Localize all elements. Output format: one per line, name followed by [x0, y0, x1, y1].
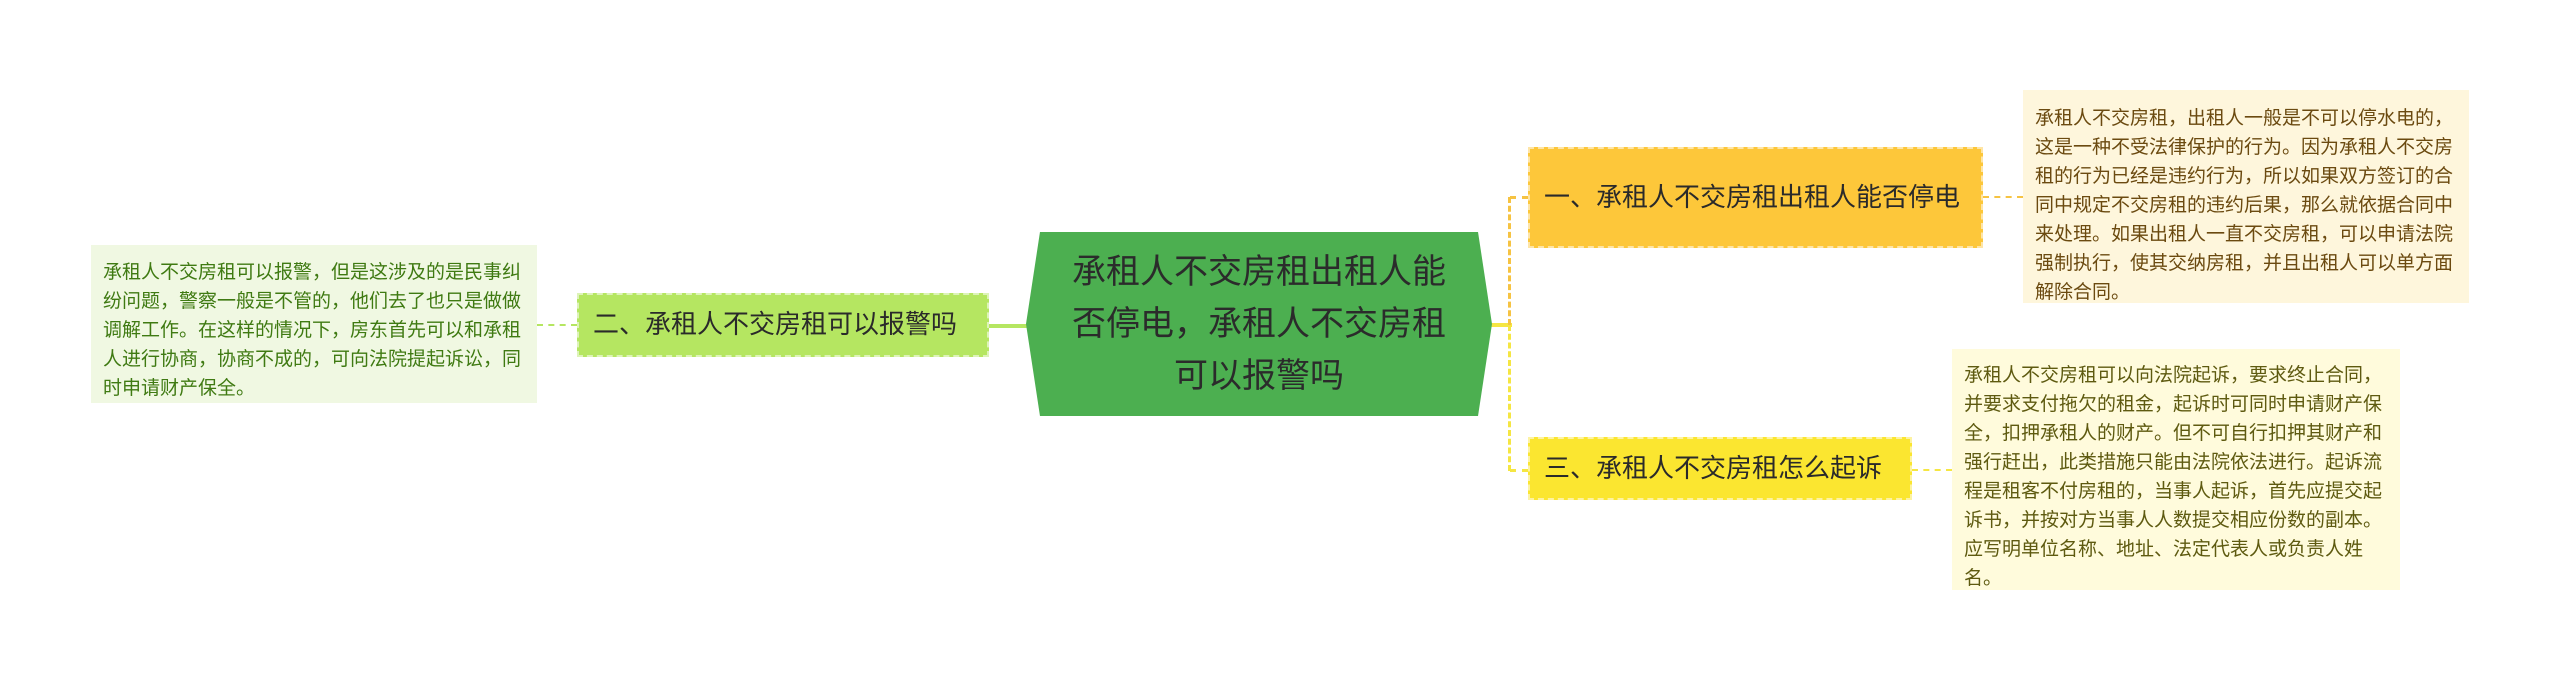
connector-trunk-top	[1508, 197, 1511, 325]
connector-branch2-detail	[537, 324, 577, 326]
detail-node-1[interactable]: 承租人不交房租，出租人一般是不可以停水电的，这是一种不受法律保护的行为。因为承租…	[2023, 90, 2469, 303]
connector-branch3-detail	[1912, 469, 1952, 471]
branch-2-label: 二、承租人不交房租可以报警吗	[593, 310, 958, 340]
detail-node-3[interactable]: 承租人不交房租可以向法院起诉，要求终止合同，并要求支付拖欠的租金，起诉时可同时申…	[1952, 349, 2400, 590]
branch-node-1[interactable]: 一、承租人不交房租出租人能否停电	[1528, 147, 1983, 248]
detail-2-text: 承租人不交房租可以报警，但是这涉及的是民事纠纷问题，警察一般是不管的，他们去了也…	[103, 261, 522, 399]
connector-branch1-detail	[1983, 196, 2023, 198]
branch-node-3[interactable]: 三、承租人不交房租怎么起诉	[1528, 437, 1912, 500]
connector-trunk-bottom	[1508, 325, 1511, 471]
detail-node-2[interactable]: 承租人不交房租可以报警，但是这涉及的是民事纠纷问题，警察一般是不管的，他们去了也…	[91, 245, 537, 403]
branch-node-2[interactable]: 二、承租人不交房租可以报警吗	[577, 293, 989, 357]
connector-center-left	[989, 324, 1029, 328]
connector-trunk-branch3	[1510, 469, 1528, 472]
detail-3-text: 承租人不交房租可以向法院起诉，要求终止合同，并要求支付拖欠的租金，起诉时可同时申…	[1964, 364, 2383, 589]
central-topic-label: 承租人不交房租出租人能否停电，承租人不交房租可以报警吗	[1072, 252, 1446, 396]
central-topic-node[interactable]: 承租人不交房租出租人能否停电，承租人不交房租可以报警吗	[1026, 232, 1492, 416]
connector-trunk-branch1	[1510, 196, 1528, 199]
connector-center-right	[1490, 323, 1512, 327]
detail-1-text: 承租人不交房租，出租人一般是不可以停水电的，这是一种不受法律保护的行为。因为承租…	[2035, 107, 2454, 303]
branch-3-label: 三、承租人不交房租怎么起诉	[1544, 453, 1883, 484]
branch-1-label: 一、承租人不交房租出租人能否停电	[1544, 182, 1961, 213]
